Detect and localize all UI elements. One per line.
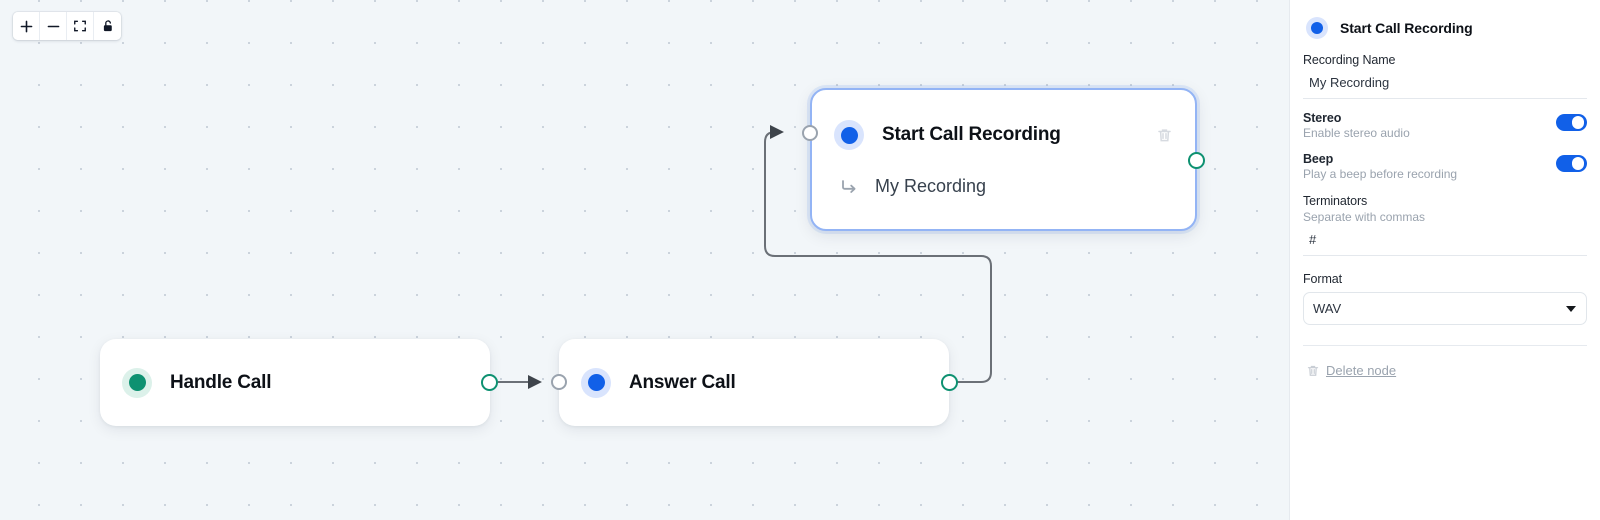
zoom-out-button[interactable]: [40, 12, 67, 40]
fit-view-button[interactable]: [67, 12, 94, 40]
panel-header: Start Call Recording: [1290, 0, 1600, 39]
format-select[interactable]: WAVMP3: [1303, 292, 1587, 325]
stereo-toggle[interactable]: [1556, 114, 1587, 131]
node-subtitle: My Recording: [875, 176, 987, 196]
format-select-wrap: WAVMP3: [1303, 292, 1587, 325]
flow-canvas[interactable]: Handle Call Answer Call Start Call Rec: [0, 0, 1289, 520]
terminators-hint: Separate with commas: [1303, 210, 1426, 224]
node-title: Start Call Recording: [882, 124, 1061, 145]
beep-text: Beep Play a beep before recording: [1303, 152, 1465, 181]
panel-title: Start Call Recording: [1340, 20, 1473, 36]
beep-toggle[interactable]: [1556, 155, 1587, 172]
node-header: Start Call Recording: [812, 90, 1195, 150]
minus-icon: [46, 19, 61, 34]
fit-view-icon: [73, 19, 87, 33]
panel-accent-icon: [1306, 17, 1328, 39]
output-handle[interactable]: [1188, 152, 1205, 169]
node-header: Handle Call: [100, 339, 490, 426]
beep-label: Beep: [1303, 152, 1334, 166]
terminators-input[interactable]: [1303, 227, 1587, 256]
node-answer-call[interactable]: Answer Call: [551, 339, 958, 426]
panel-body: Recording Name Stereo Enable stereo audi…: [1290, 39, 1600, 346]
delete-node-icon[interactable]: [1156, 127, 1173, 144]
edge-layer: [498, 125, 992, 389]
panel-divider: [1303, 345, 1587, 346]
node-accent-icon: [834, 120, 864, 150]
node-header: Answer Call: [559, 339, 949, 426]
canvas-toolbar: [13, 12, 121, 40]
node-properties-panel: Start Call Recording Recording Name Ster…: [1289, 0, 1600, 520]
node-accent-icon: [581, 367, 611, 398]
stereo-label: Stereo: [1303, 111, 1342, 125]
input-handle[interactable]: [802, 125, 818, 141]
field-recording-name: Recording Name: [1303, 53, 1587, 99]
output-handle[interactable]: [481, 374, 498, 391]
stereo-text: Stereo Enable stereo audio: [1303, 111, 1418, 140]
field-stereo: Stereo Enable stereo audio: [1303, 111, 1587, 140]
corner-down-right-icon: [839, 177, 859, 197]
node-start-call-recording[interactable]: Start Call Recording My Recording: [802, 88, 1205, 231]
stereo-hint: Enable stereo audio: [1303, 126, 1410, 140]
node-title: Handle Call: [170, 371, 272, 393]
output-handle[interactable]: [941, 374, 958, 391]
field-beep: Beep Play a beep before recording: [1303, 152, 1587, 181]
node-handle-call[interactable]: Handle Call: [100, 339, 498, 426]
field-terminators: Terminators Separate with commas: [1303, 194, 1587, 256]
toggle-knob: [1571, 157, 1585, 170]
beep-hint: Play a beep before recording: [1303, 167, 1458, 181]
delete-node-button[interactable]: Delete node: [1290, 346, 1600, 378]
node-subtitle-row: My Recording: [812, 176, 1195, 197]
input-handle[interactable]: [551, 374, 567, 390]
terminators-label: Terminators: [1303, 194, 1368, 208]
format-label: Format: [1303, 272, 1342, 286]
plus-icon: [19, 19, 34, 34]
toggle-knob: [1571, 116, 1585, 129]
recording-name-label: Recording Name: [1303, 53, 1396, 67]
zoom-in-button[interactable]: [13, 12, 40, 40]
lock-button[interactable]: [94, 12, 121, 40]
node-title: Answer Call: [629, 371, 736, 393]
node-accent-icon: [122, 367, 152, 398]
trash-icon: [1306, 364, 1320, 378]
field-format: Format WAVMP3: [1303, 272, 1587, 325]
recording-name-input[interactable]: [1303, 70, 1587, 99]
unlock-icon: [101, 19, 115, 33]
delete-node-label: Delete node: [1326, 363, 1397, 378]
